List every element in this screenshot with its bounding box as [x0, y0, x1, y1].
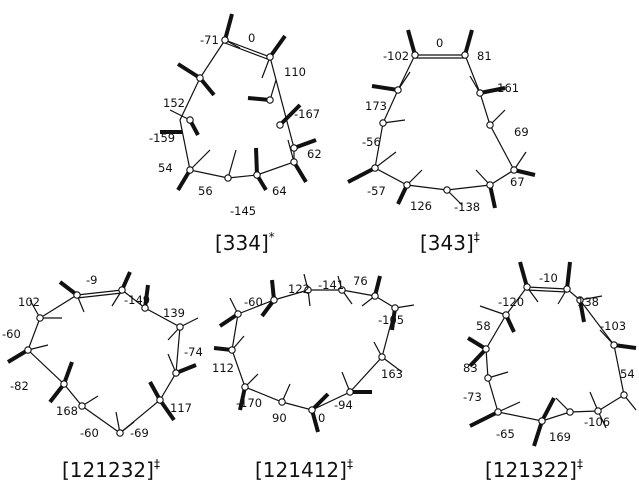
torsion-label: 122: [288, 282, 310, 296]
torsion-label: 0: [318, 411, 325, 425]
torsion-label: 90: [272, 411, 287, 425]
panel-title: [334]*: [215, 230, 275, 255]
torsion-label: -170: [236, 396, 262, 410]
torsion-label: -103: [600, 319, 626, 333]
panel-title: [343]‡: [420, 230, 480, 255]
panel-title: [121232]‡: [62, 457, 160, 482]
torsion-label: -138: [454, 200, 480, 214]
torsion-label: -56: [362, 135, 381, 149]
torsion-label: 56: [198, 184, 213, 198]
torsion-label: 81: [477, 49, 492, 63]
torsion-label: -106: [584, 415, 610, 429]
torsion-label: -105: [378, 313, 404, 327]
atoms-334: [186, 36, 298, 182]
torsion-label: 126: [410, 199, 432, 213]
torsion-label: 112: [212, 361, 234, 375]
torsion-label: 102: [18, 295, 40, 309]
torsion-label: 54: [620, 367, 635, 381]
torsion-label: -145: [230, 204, 256, 218]
torsion-label: 0: [248, 31, 255, 45]
torsion-label: 0: [436, 36, 443, 50]
torsion-label: 64: [272, 184, 287, 198]
panel-121232: -9 102 -149 139 -60 -74 -82 168 117 -60 …: [2, 271, 203, 482]
torsion-label: -161: [493, 81, 519, 95]
torsion-label: 83: [463, 361, 478, 375]
torsion-label: -60: [80, 426, 99, 440]
torsion-label: 163: [381, 367, 403, 381]
torsion-label: 67: [510, 175, 525, 189]
torsion-label: -167: [294, 107, 320, 121]
torsion-label: 173: [365, 99, 387, 113]
torsion-label: -60: [244, 295, 263, 309]
torsion-label: 138: [577, 295, 599, 309]
torsion-label: -74: [184, 345, 203, 359]
panel-title: [121322]‡: [485, 457, 583, 482]
torsion-label: 76: [353, 274, 368, 288]
torsion-label: -141: [318, 278, 344, 292]
torsion-label: -71: [200, 33, 219, 47]
torsion-label: -9: [86, 273, 97, 287]
torsion-label: -73: [463, 390, 482, 404]
torsion-label: -60: [2, 327, 21, 341]
torsion-label: -10: [539, 271, 558, 285]
panel-343: 0 -102 81 173 -161 69 -56 -57 126 -138 6…: [347, 29, 536, 255]
torsion-label: 139: [163, 306, 185, 320]
torsion-label: -159: [149, 131, 175, 145]
torsion-label: 110: [284, 65, 306, 79]
torsion-label: 168: [56, 404, 78, 418]
panel-121322: -10 -120 138 58 -103 83 54 -73 -106 -65 …: [463, 261, 637, 482]
atoms-121322: [482, 283, 628, 425]
torsion-label: -82: [10, 379, 29, 393]
torsion-label: 62: [307, 147, 322, 161]
ring-121322: [466, 261, 637, 447]
torsion-label: 58: [476, 319, 491, 333]
torsion-label: 69: [514, 125, 529, 139]
torsion-label: -102: [383, 49, 409, 63]
torsion-label: 54: [158, 161, 173, 175]
torsion-label: -69: [130, 426, 149, 440]
torsion-label: 152: [163, 96, 185, 110]
torsion-label: -57: [367, 184, 386, 198]
panel-121412: -141 122 76 -60 -105 163 112 -170 90 0 -…: [212, 273, 415, 482]
ring-343: [347, 29, 536, 209]
torsion-label: -120: [498, 295, 524, 309]
torsion-label: -94: [334, 398, 353, 412]
ring-121232: [6, 271, 199, 434]
torsion-label: 117: [170, 401, 192, 415]
atoms-343: [371, 51, 518, 194]
atoms-121412: [228, 286, 399, 414]
torsion-label: -149: [124, 293, 150, 307]
panel-title: [121412]‡: [255, 457, 353, 482]
torsion-label: 169: [549, 430, 571, 444]
torsion-label: -65: [496, 427, 515, 441]
panel-334: -71 0 110 152 -167 -159 62 54 56 64 -145…: [149, 13, 322, 255]
atoms-121232: [24, 286, 184, 437]
